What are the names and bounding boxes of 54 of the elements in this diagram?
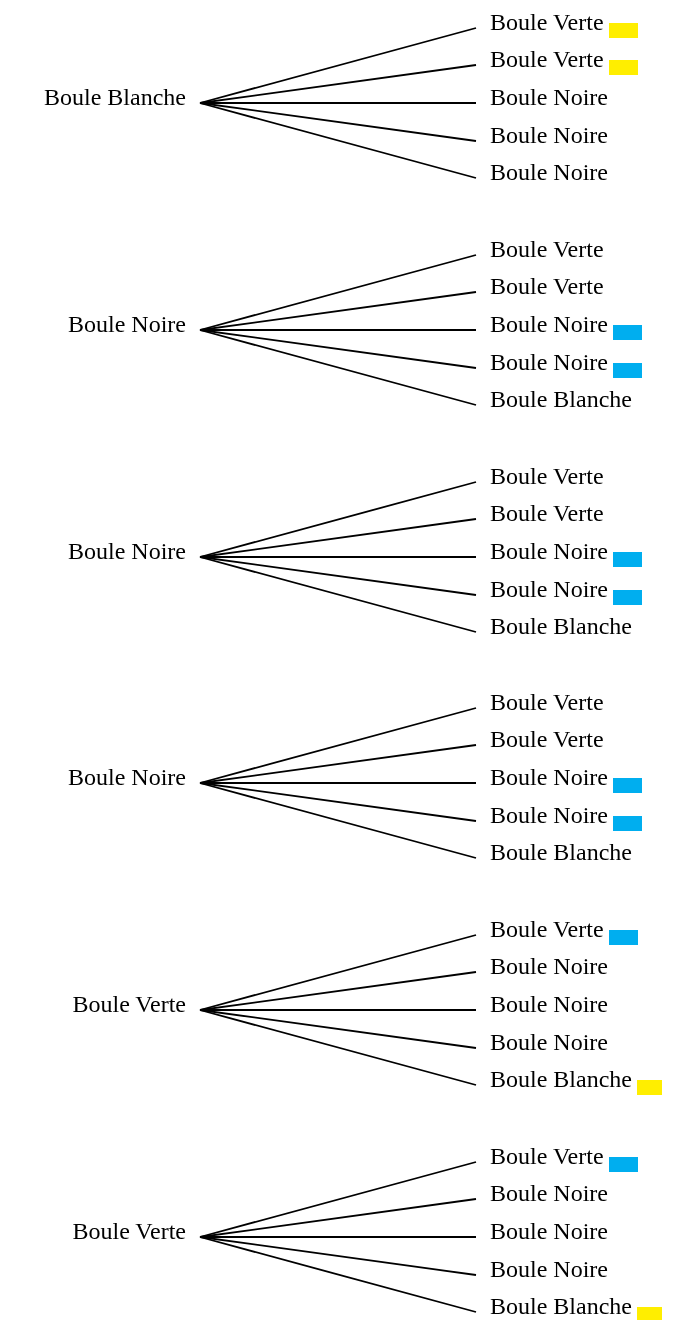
tree-branch — [199, 102, 477, 142]
node-label: Boule Noire — [490, 802, 608, 828]
node-label: Boule Verte — [72, 1218, 186, 1244]
tree-branch — [199, 102, 477, 179]
tree-branch — [199, 481, 477, 558]
node-label: Boule Blanche — [490, 839, 632, 865]
node-label: Boule Verte — [490, 726, 604, 752]
node-label: Boule Verte — [490, 463, 604, 489]
tree-branch — [199, 707, 477, 784]
node-label: Boule Blanche — [490, 613, 632, 639]
node-label: Boule Noire — [490, 538, 608, 564]
tree-branch — [199, 329, 477, 406]
node-label: Boule Noire — [490, 311, 608, 337]
tree-branch — [199, 556, 477, 633]
node-label: Boule Verte — [490, 236, 604, 262]
tree-branch — [199, 27, 477, 104]
tree-branch — [199, 1236, 477, 1276]
tree-branch — [199, 1161, 477, 1238]
node-label: Boule Noire — [490, 991, 608, 1017]
tree-branch — [199, 1009, 477, 1086]
node-label: Boule Noire — [490, 1029, 608, 1055]
node-label: Boule Noire — [490, 1180, 608, 1206]
node-label: Boule Verte — [490, 916, 604, 942]
node-label: Boule Noire — [490, 764, 608, 790]
tree-branch — [199, 1236, 477, 1313]
node-label: Boule Noire — [490, 349, 608, 375]
node-label: Boule Verte — [490, 500, 604, 526]
node-label: Boule Noire — [490, 84, 608, 110]
node-label: Boule Noire — [490, 953, 608, 979]
node-label: Boule Verte — [490, 273, 604, 299]
node-label: Boule Blanche — [44, 84, 186, 110]
tree-branch — [199, 782, 477, 859]
node-label: Boule Noire — [490, 1218, 608, 1244]
tree-branch — [199, 254, 477, 331]
tree-branch — [199, 556, 477, 596]
node-label: Boule Verte — [490, 46, 604, 72]
tree-branch — [199, 1009, 477, 1049]
node-label: Boule Noire — [490, 122, 608, 148]
tree-branch — [199, 782, 477, 822]
node-label: Boule Noire — [490, 1256, 608, 1282]
node-label: Boule Blanche — [490, 1066, 632, 1092]
node-label: Boule Noire — [68, 764, 186, 790]
node-label: Boule Verte — [490, 689, 604, 715]
node-label: Boule Verte — [490, 1143, 604, 1169]
node-label: Boule Blanche — [490, 386, 632, 412]
node-label: Boule Blanche — [490, 1293, 632, 1319]
node-label: Boule Noire — [490, 576, 608, 602]
node-label: Boule Noire — [68, 311, 186, 337]
node-label: Boule Verte — [490, 9, 604, 35]
node-label: Boule Verte — [72, 991, 186, 1017]
node-label: Boule Noire — [68, 538, 186, 564]
tree-branch — [199, 934, 477, 1011]
tree-branch — [199, 329, 477, 369]
node-label: Boule Noire — [490, 159, 608, 185]
